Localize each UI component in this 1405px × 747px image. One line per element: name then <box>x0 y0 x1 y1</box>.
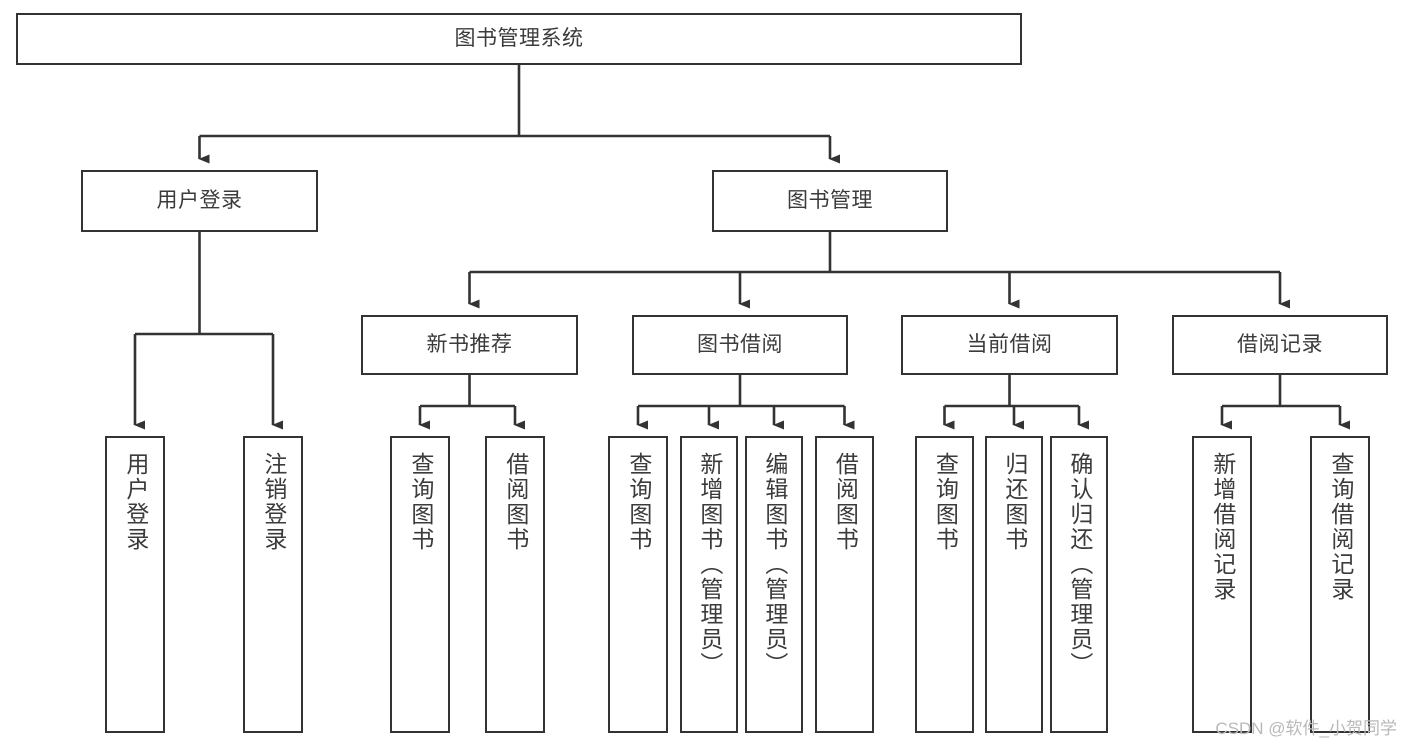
node-label: 图书管理 <box>787 189 873 213</box>
node-label: 编辑图书（管理员） <box>761 452 788 677</box>
node-leaf10[interactable]: 归还图书 <box>985 436 1043 733</box>
node-label: 注销登录 <box>260 452 287 552</box>
node-label: 用户登录 <box>156 189 243 213</box>
node-label: 新增图书（管理员） <box>696 452 723 677</box>
node-l2a[interactable]: 用户登录 <box>81 170 318 232</box>
node-leaf9[interactable]: 查询图书 <box>915 436 974 733</box>
node-label: 确认归还（管理员） <box>1066 452 1093 677</box>
node-label: 新增借阅记录 <box>1209 452 1236 602</box>
node-leaf11[interactable]: 确认归还（管理员） <box>1050 436 1108 733</box>
node-label: 用户登录 <box>122 452 149 552</box>
node-l2b[interactable]: 图书管理 <box>712 170 948 232</box>
node-label: 查询借阅记录 <box>1327 452 1354 602</box>
node-label: 查询图书 <box>625 452 652 552</box>
node-leaf2[interactable]: 注销登录 <box>243 436 303 733</box>
node-leaf8[interactable]: 借阅图书 <box>815 436 874 733</box>
node-leaf5[interactable]: 查询图书 <box>608 436 668 733</box>
node-label: 当前借阅 <box>966 333 1053 357</box>
node-l3b[interactable]: 图书借阅 <box>632 315 848 375</box>
node-label: 新书推荐 <box>426 333 513 357</box>
node-label: 图书借阅 <box>697 333 783 357</box>
node-leaf1[interactable]: 用户登录 <box>105 436 165 733</box>
node-leaf4[interactable]: 借阅图书 <box>485 436 545 733</box>
node-label: 图书管理系统 <box>454 27 584 51</box>
node-label: 借阅记录 <box>1237 333 1323 357</box>
node-leaf13[interactable]: 查询借阅记录 <box>1310 436 1370 733</box>
node-leaf7[interactable]: 编辑图书（管理员） <box>745 436 803 733</box>
node-label: 借阅图书 <box>832 452 859 552</box>
node-l3a[interactable]: 新书推荐 <box>361 315 578 375</box>
node-label: 归还图书 <box>1001 452 1028 552</box>
node-root[interactable]: 图书管理系统 <box>16 13 1022 65</box>
node-l3c[interactable]: 当前借阅 <box>901 315 1118 375</box>
node-l3d[interactable]: 借阅记录 <box>1172 315 1388 375</box>
node-leaf3[interactable]: 查询图书 <box>390 436 450 733</box>
node-leaf12[interactable]: 新增借阅记录 <box>1192 436 1252 733</box>
node-label: 借阅图书 <box>502 452 529 552</box>
node-leaf6[interactable]: 新增图书（管理员） <box>680 436 738 733</box>
node-label: 查询图书 <box>932 452 959 552</box>
node-label: 查询图书 <box>407 452 434 552</box>
